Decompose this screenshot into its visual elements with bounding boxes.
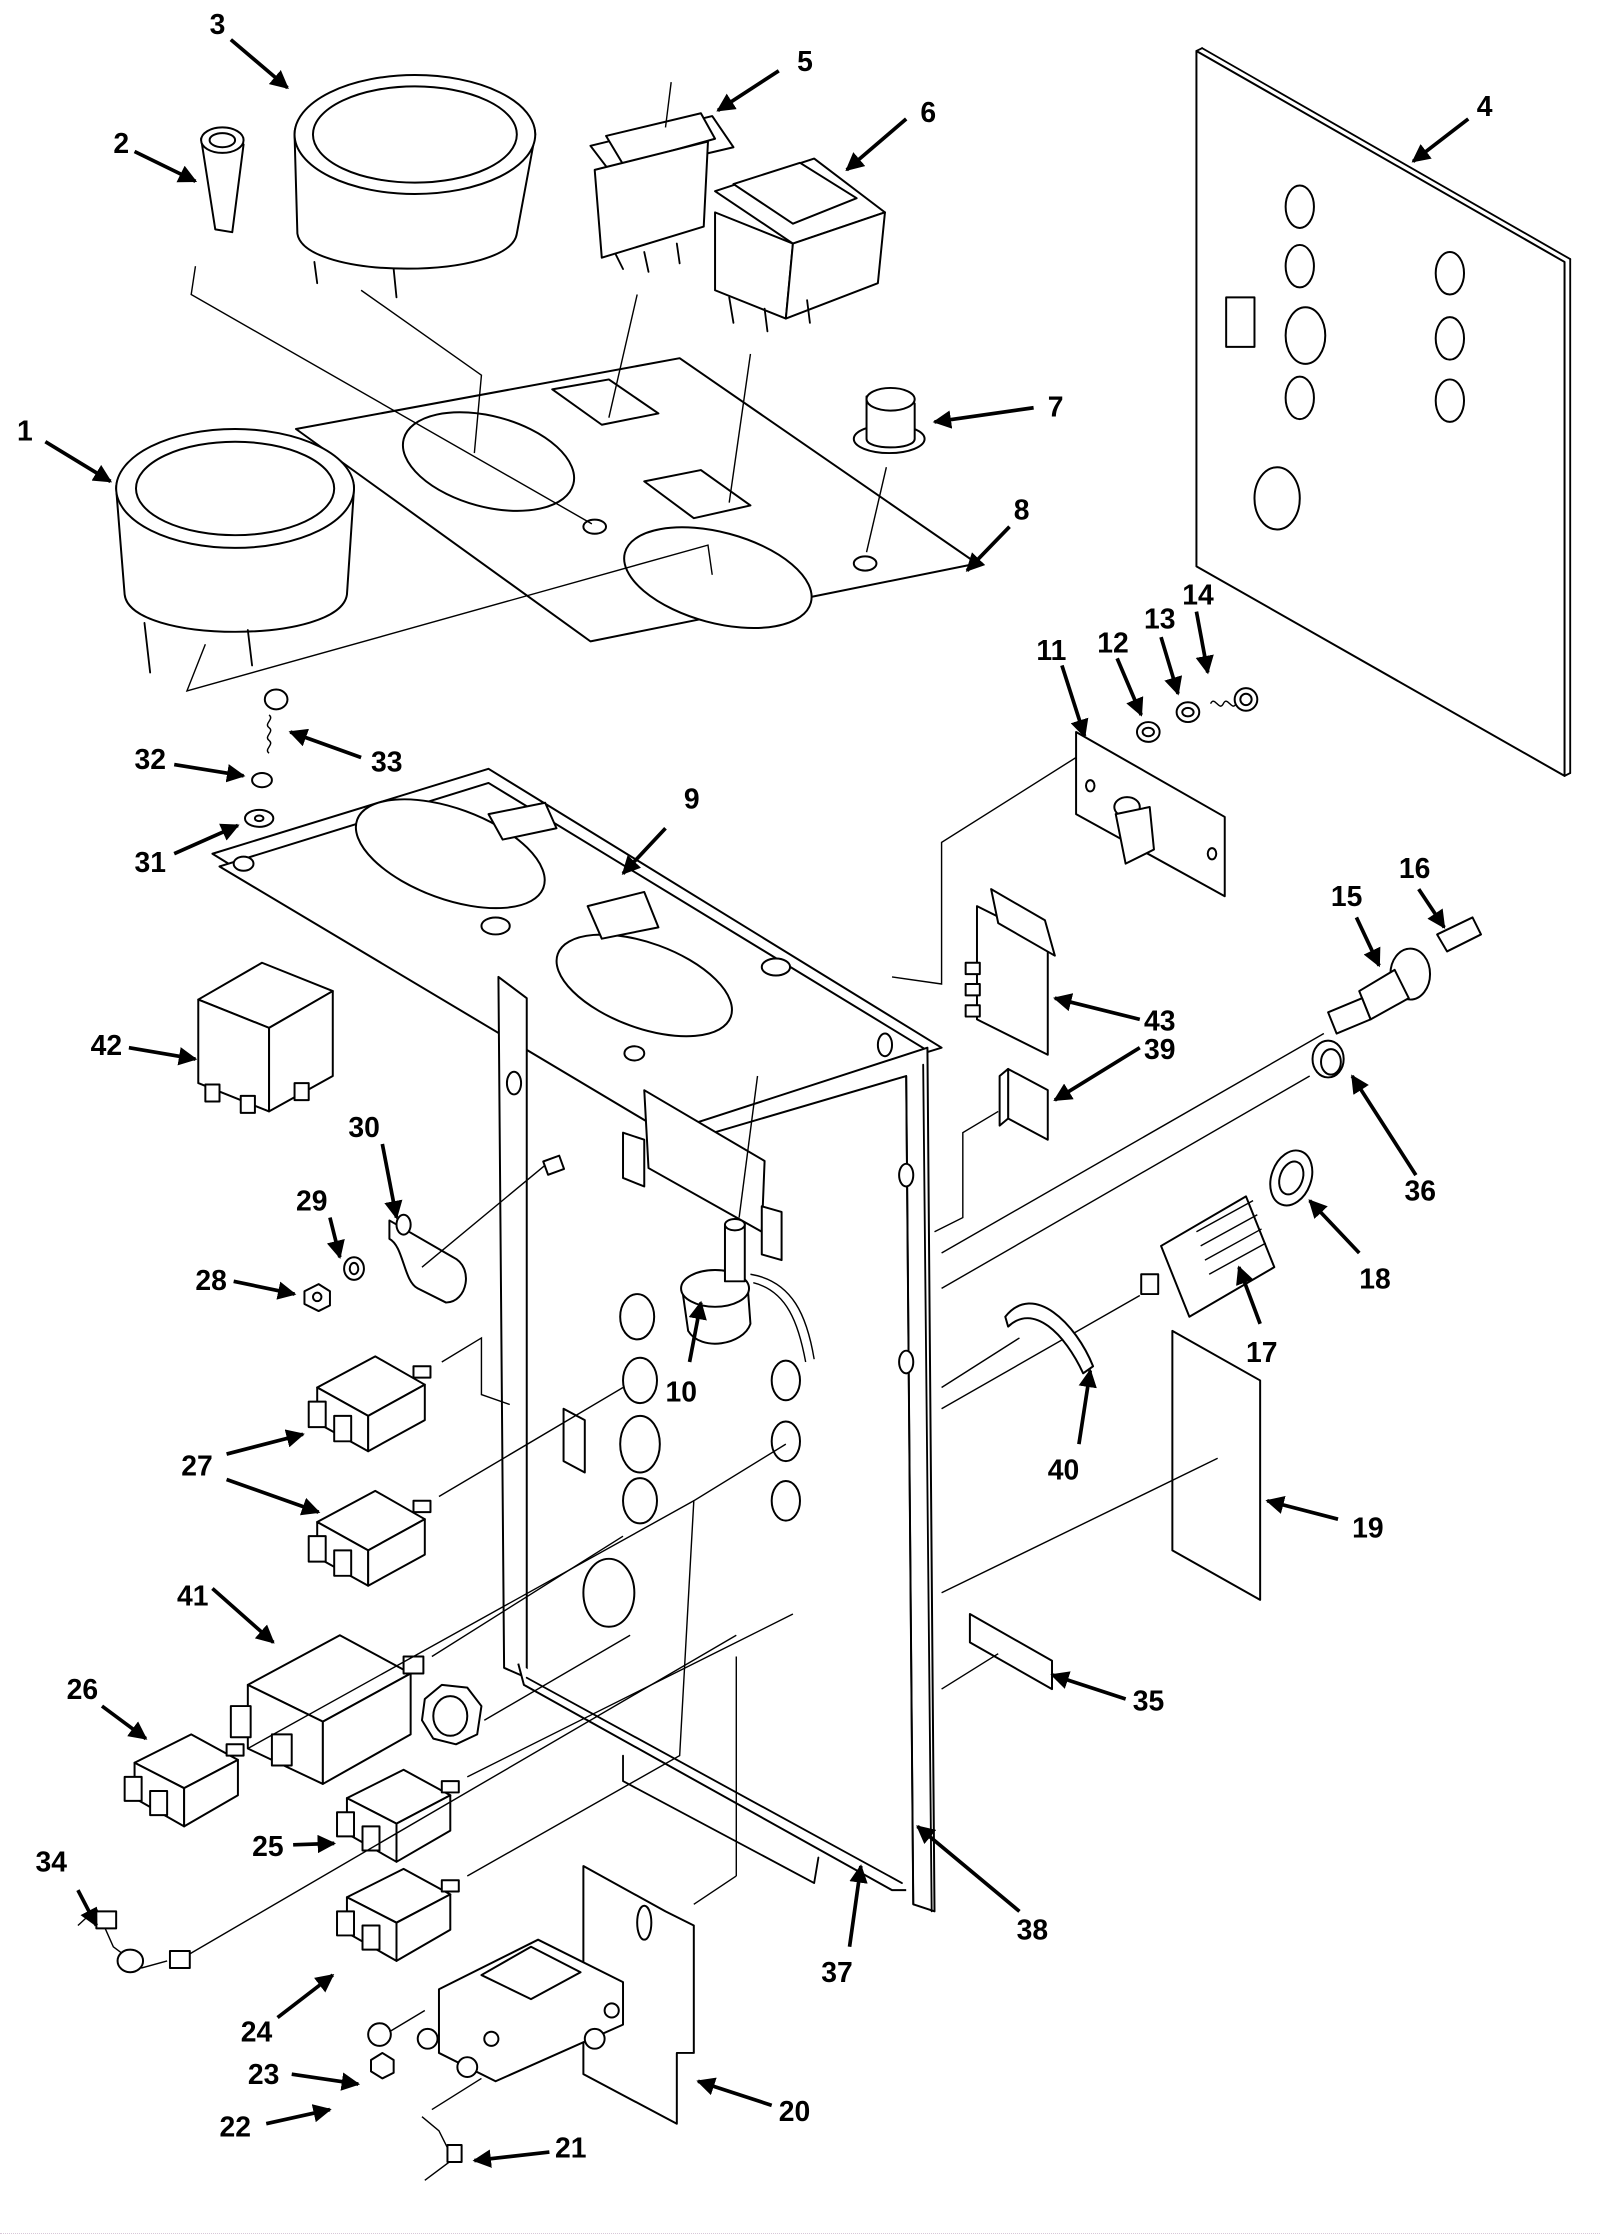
- callout-36: 36: [1405, 1175, 1436, 1207]
- callout-26: 26: [67, 1673, 98, 1705]
- callout-20: 20: [779, 2095, 810, 2127]
- callout-37: 37: [821, 1956, 852, 1988]
- callout-28: 28: [195, 1264, 226, 1296]
- callout-19: 19: [1352, 1512, 1383, 1544]
- part-10-potentiometer: [680, 1075, 815, 1363]
- part-27-circuit-breaker-b: [307, 1386, 624, 1587]
- callout-23: 23: [248, 2058, 279, 2090]
- part-23-washer: [367, 2009, 426, 2047]
- part-6-rocker-switch: [714, 157, 886, 503]
- part-33-screw: [263, 688, 289, 754]
- part-40-boot: [941, 1302, 1095, 1389]
- callout-25: 25: [252, 1830, 283, 1862]
- part-35-decal: [941, 1613, 1054, 1691]
- part-13-washer: [1175, 701, 1201, 724]
- part-28-nut: [303, 1283, 331, 1313]
- part-39-grommet: [934, 1067, 1049, 1233]
- part-1-gauge: [115, 428, 713, 692]
- callout-14: 14: [1182, 579, 1214, 611]
- part-19-label: [941, 1329, 1262, 1601]
- part-4-rear-panel: [1195, 47, 1572, 777]
- part-3-gauge: [293, 74, 537, 454]
- callout-9: 9: [684, 782, 700, 814]
- part-41-circuit-breaker: [229, 1535, 624, 1785]
- part-26-circuit-breaker: [123, 1500, 695, 1828]
- callout-34: 34: [35, 1846, 67, 1878]
- callout-2: 2: [113, 127, 129, 159]
- part-38-frame: [211, 767, 943, 1913]
- callout-16: 16: [1399, 852, 1430, 884]
- part-20-solenoid: [416, 1656, 737, 2125]
- callout-17: 17: [1246, 1336, 1277, 1368]
- panel-nut: [420, 1634, 631, 1746]
- callout-4: 4: [1477, 90, 1493, 122]
- callout-29: 29: [296, 1185, 327, 1217]
- callout-35: 35: [1133, 1684, 1164, 1716]
- part-34-suppressor: [77, 1634, 737, 1974]
- part-27-circuit-breaker-a: [307, 1336, 510, 1453]
- part-12-washer: [1135, 721, 1161, 743]
- part-2-indicator-lamp: [190, 126, 593, 525]
- page-edge-rule: [0, 2233, 1600, 2236]
- callout-30: 30: [348, 1111, 379, 1143]
- callout-41: 41: [177, 1580, 208, 1612]
- callout-38: 38: [1017, 1914, 1048, 1946]
- part-16-pin: [1436, 916, 1483, 953]
- callout-arrows: [44, 38, 1470, 2168]
- callout-10: 10: [665, 1376, 696, 1408]
- callout-42: 42: [91, 1029, 122, 1061]
- part-8-gasket: [294, 357, 978, 643]
- part-threaded-insert: [542, 1154, 566, 1176]
- callout-33: 33: [371, 746, 402, 778]
- callout-6: 6: [920, 96, 936, 128]
- part-7-knob: [852, 386, 926, 553]
- callout-1: 1: [17, 414, 33, 446]
- part-43-rocker-switch: [964, 888, 1056, 1056]
- part-5-rocker-switch: [589, 82, 735, 418]
- callout-12: 12: [1097, 627, 1128, 659]
- callout-22: 22: [220, 2110, 251, 2142]
- part-30-clamp: [388, 1164, 546, 1304]
- callout-labels: 1 2 3 4 5 6 7 8 9 10 11 12 13 14 15 16 1…: [17, 8, 1493, 2164]
- callout-3: 3: [210, 8, 226, 40]
- callout-31: 31: [135, 846, 166, 878]
- callout-24: 24: [241, 2016, 273, 2048]
- callout-11: 11: [1036, 634, 1066, 666]
- part-32-washer: [251, 772, 273, 789]
- callout-7: 7: [1048, 390, 1064, 422]
- callout-43: 43: [1144, 1005, 1175, 1037]
- callout-13: 13: [1144, 603, 1175, 635]
- callout-15: 15: [1331, 880, 1362, 912]
- callout-40: 40: [1048, 1454, 1079, 1486]
- callout-21: 21: [555, 2132, 586, 2164]
- callout-8: 8: [1014, 494, 1030, 526]
- part-22-nut: [370, 2051, 395, 2080]
- part-15-connector: [941, 947, 1432, 1254]
- part-42-relay: [197, 961, 334, 1114]
- part-18-fuse-cap: [1269, 1149, 1314, 1207]
- part-17-fuse-holder: [941, 1195, 1276, 1410]
- callout-32: 32: [135, 743, 166, 775]
- part-25-circuit-breaker: [336, 1613, 794, 1863]
- callout-27: 27: [181, 1449, 212, 1481]
- callout-39: 39: [1144, 1033, 1175, 1065]
- part-24-circuit-breaker: [336, 1443, 787, 1962]
- part-29-washer: [343, 1256, 365, 1281]
- part-36-cap: [941, 1039, 1345, 1290]
- callout-18: 18: [1359, 1262, 1390, 1294]
- part-11-bracket: [891, 730, 1226, 985]
- callout-5: 5: [797, 45, 813, 77]
- part-14-screw: [1209, 687, 1259, 712]
- part-31-washer: [244, 808, 275, 828]
- part-21-suppressor: [421, 2077, 482, 2181]
